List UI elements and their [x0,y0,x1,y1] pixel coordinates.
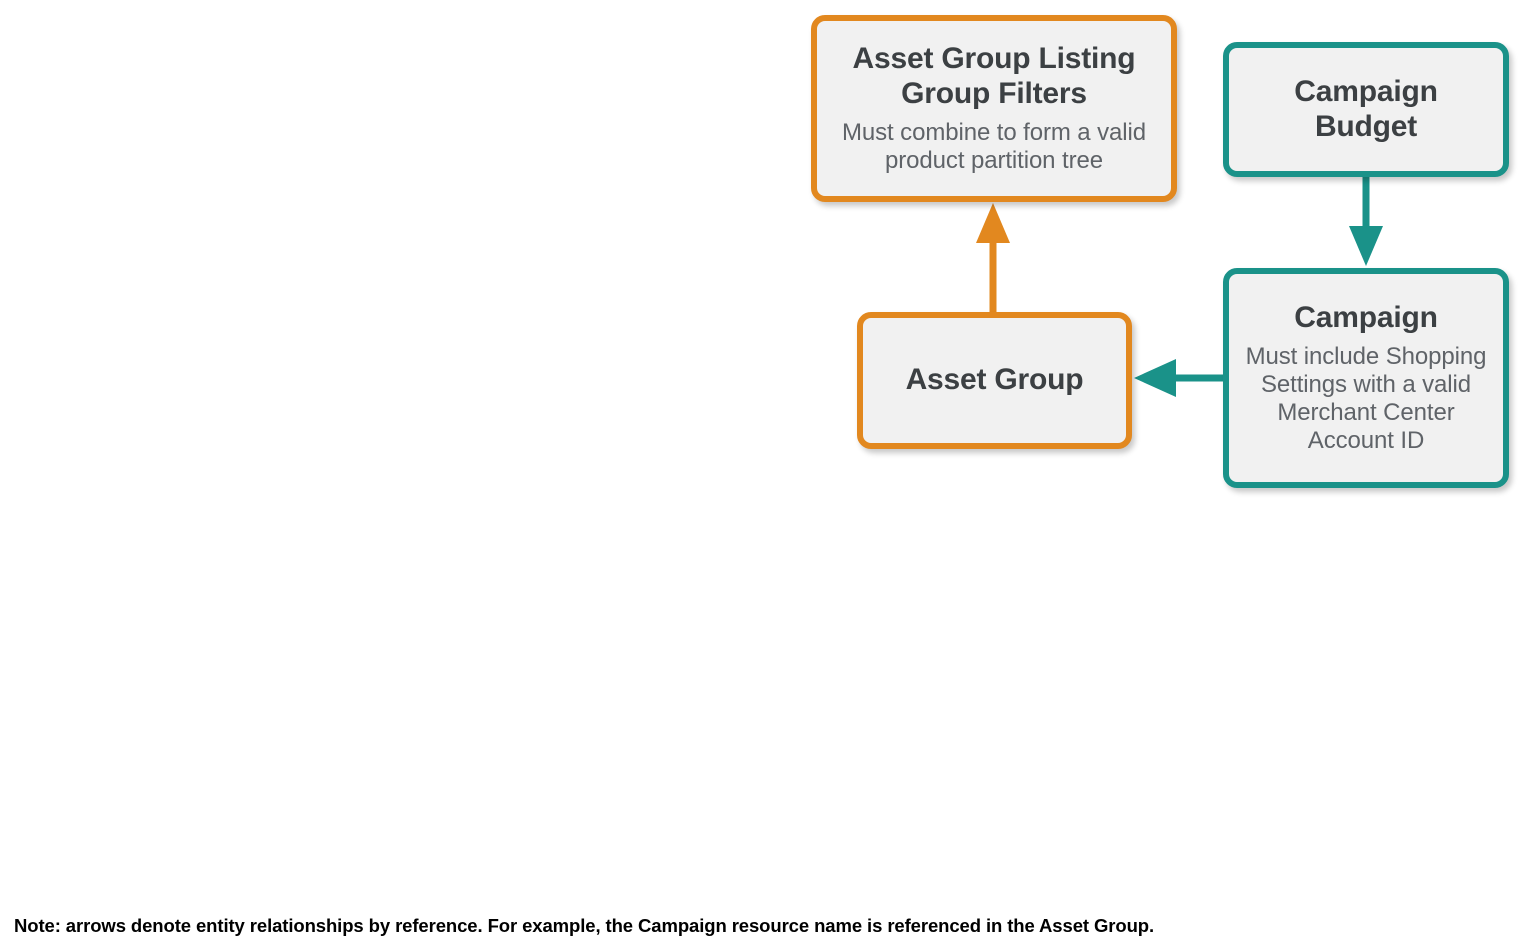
node-title: Asset Group [905,363,1084,397]
node-subtitle: Must include Shopping Settings with a va… [1245,342,1487,454]
edge-asset-group-to-listing-group-filters [976,203,1010,313]
node-asset-group-listing-group-filters[interactable]: Asset Group Listing Group Filters Must c… [811,15,1177,202]
node-asset-group[interactable]: Asset Group [857,312,1132,449]
diagram-note: Note: arrows denote entity relationships… [14,915,1155,936]
node-title: Campaign Budget [1294,74,1438,143]
edge-campaign-budget-to-campaign [1349,176,1383,266]
node-title: Asset Group Listing Group Filters [852,42,1136,110]
edge-campaign-to-asset-group [1134,359,1224,397]
node-campaign[interactable]: Campaign Must include Shopping Settings … [1223,268,1509,488]
node-campaign-budget[interactable]: Campaign Budget [1223,42,1509,177]
node-title: Campaign [1294,300,1438,334]
node-subtitle: Must combine to form a valid product par… [842,118,1146,174]
